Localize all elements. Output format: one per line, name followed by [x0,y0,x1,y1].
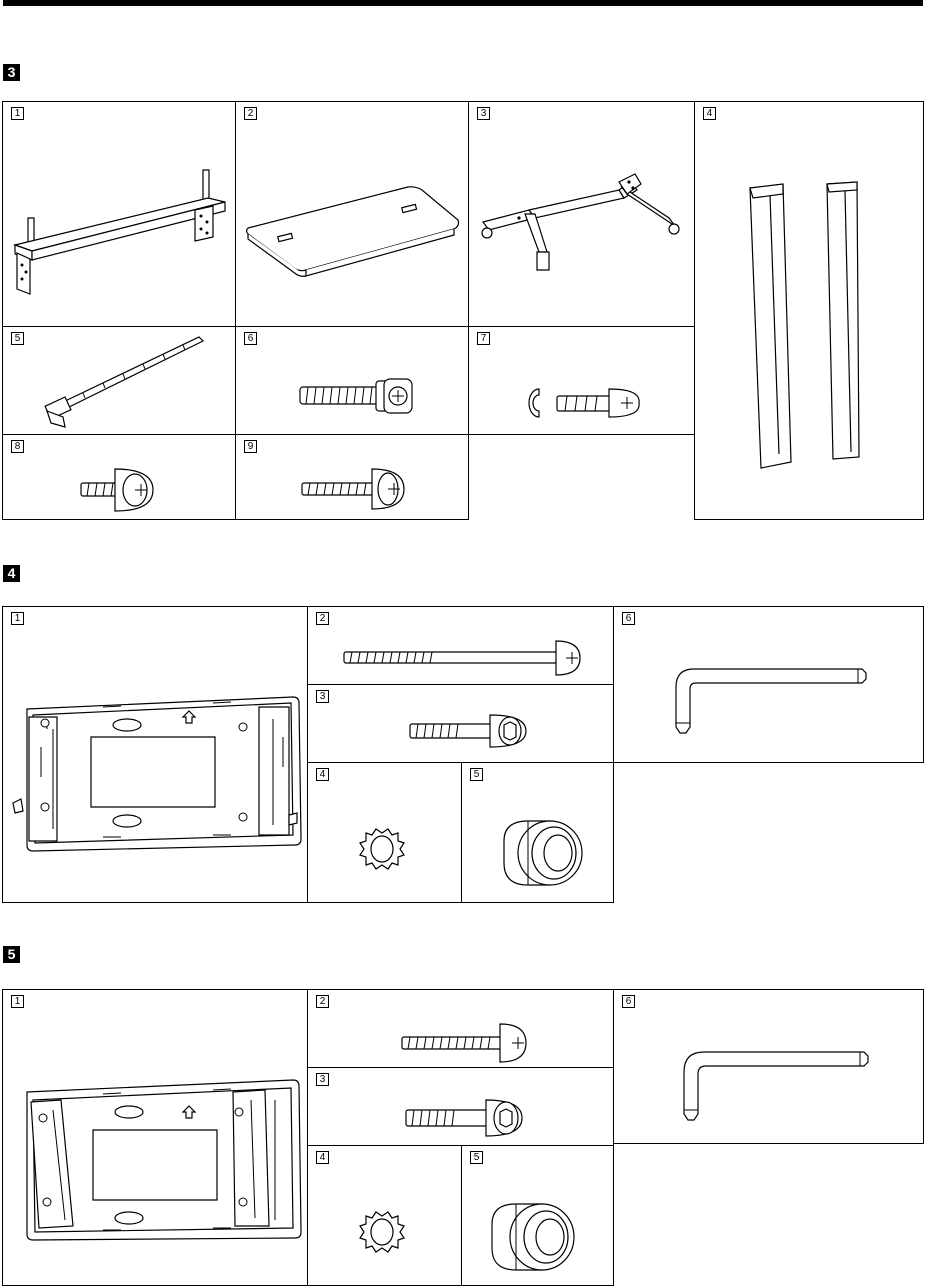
part-3-6: 6 [235,326,469,435]
toothed-lock-washer-illustration [308,1146,463,1287]
part-3-1: 1 [2,101,236,327]
section-4-marker: 4 [3,565,20,582]
part-3-5: 5 [2,326,236,435]
part-3-4: 4 [694,101,924,520]
wall-bracket-illustration [3,607,309,904]
long-round-head-bolt-illustration [308,607,615,686]
part-3-9: 9 [235,434,469,520]
part-5-2: 2 [307,989,614,1068]
part-3-2: 2 [235,101,469,327]
part-3-8: 8 [2,434,236,520]
part-4-3: 3 [307,684,614,763]
hex-socket-bolt-illustration [308,1068,615,1147]
base-plate-illustration [236,102,470,328]
flange-bolt-illustration [236,327,470,436]
screw-with-washer-illustration [469,327,696,436]
spacer-collar-illustration [462,763,615,904]
header-rule [3,0,923,6]
part-4-5: 5 [461,762,614,903]
section-5-marker: 5 [3,946,20,963]
section-3-marker: 3 [3,64,20,81]
round-head-bolt-illustration [308,990,615,1069]
support-pillars-illustration [695,102,925,521]
cable-tie-illustration [3,327,237,436]
part-3-3: 3 [468,101,695,327]
hex-key-illustration [614,607,925,764]
long-truss-head-screw-illustration [236,435,470,521]
spacer-collar-illustration [462,1146,615,1287]
part-4-2: 2 [307,606,614,685]
part-3-7: 7 [468,326,695,435]
part-5-3: 3 [307,1067,614,1146]
part-5-1: 1 [2,989,308,1286]
part-5-6: 6 [613,989,924,1144]
toothed-lock-washer-illustration [308,763,463,904]
truss-head-screw-illustration [3,435,237,521]
hex-socket-bolt-illustration [308,685,615,764]
part-4-4: 4 [307,762,462,903]
part-5-5: 5 [461,1145,614,1286]
caster-leg-base-illustration [469,102,696,328]
part-4-1: 1 [2,606,308,903]
wall-bracket-illustration [3,990,309,1287]
hex-key-illustration [614,990,925,1145]
part-4-6: 6 [613,606,924,763]
part-5-4: 4 [307,1145,462,1286]
stand-crossbar-illustration [3,102,237,328]
